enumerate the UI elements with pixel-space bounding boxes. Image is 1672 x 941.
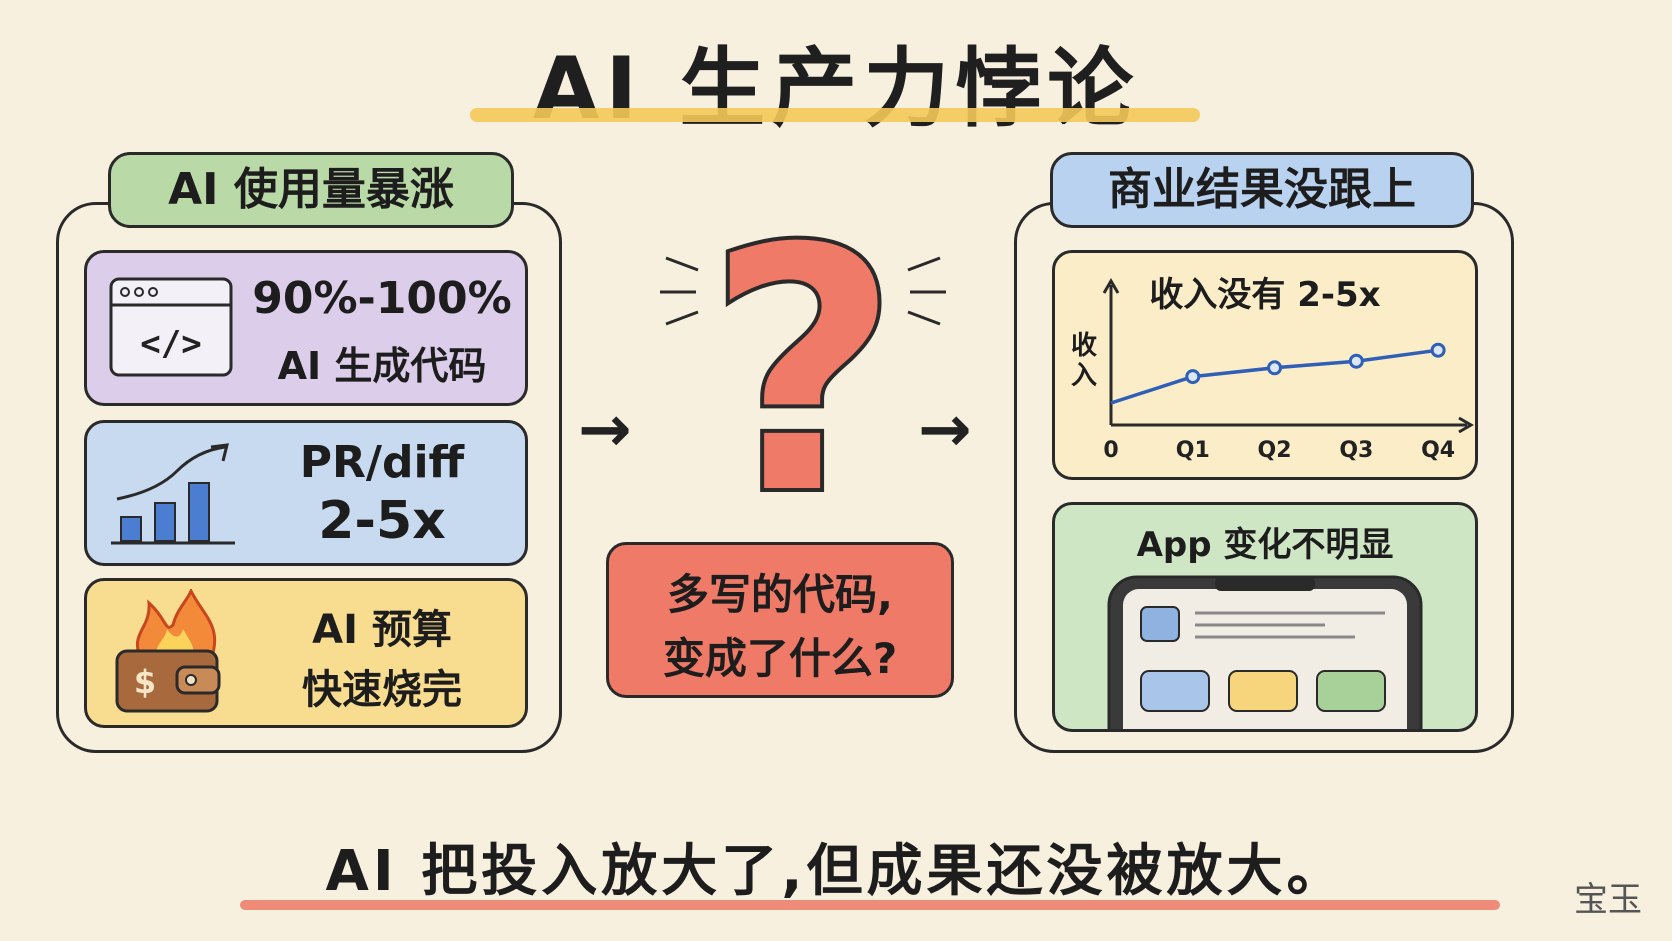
card-pr-diff: PR/diff 2-5x [84,420,528,566]
chart-tick-label: Q4 [1421,438,1455,463]
chart-point-Q1 [1185,369,1201,385]
bottom-underline [240,900,1500,910]
card2-line2: 2-5x [318,491,446,551]
app-caption: App 变化不明显 [1136,525,1394,565]
phone-mockup-icon [1107,575,1423,729]
question-mark-icon: ? [660,200,946,540]
page-title: AI 生产力悖论 [532,39,1140,139]
question-box: 多写的代码, 变成了什么? [606,542,954,698]
right-header: 商业结果没跟上 [1050,152,1474,228]
left-header: AI 使用量暴涨 [108,152,514,228]
chart-tick-label: Q2 [1258,438,1292,463]
chart-tick-label: 0 [1103,438,1118,463]
chart-title: 收入没有 2-5x [1149,275,1381,315]
revenue-line-chart: 0 Q1 Q2 Q3 Q4 [1102,278,1474,463]
chart-y-arrowhead [1102,278,1120,294]
svg-text:$: $ [134,663,156,701]
card2-line1: PR/diff [299,437,465,488]
question-line2: 变成了什么? [662,634,898,683]
card-ai-generated-code: </> 90%-100% AI 生成代码 [84,250,528,406]
chart-point-Q2 [1267,360,1283,376]
card3-line2: 快速烧完 [302,667,462,713]
chart-ylabel: 收入 [1070,331,1097,391]
author-signature: 宝玉 [1574,880,1642,920]
svg-text:?: ? [704,200,901,540]
card3-line1: AI 预算 [312,607,452,653]
chart-point-Q4 [1430,342,1446,358]
title-underline [470,108,1200,122]
chart-tick-label: Q1 [1176,438,1210,463]
arrow-left-to-center: → [578,393,632,467]
svg-text:</>: </> [140,324,201,364]
card1-line2: AI 生成代码 [277,344,487,388]
arrow-center-to-right: → [918,393,972,467]
chart-tick-label: Q3 [1339,438,1373,463]
bar-growth-icon [111,443,235,545]
question-line1: 多写的代码, [667,570,893,619]
revenue-chart-card: 收入没有 2-5x 收入 0 Q1 Q2 Q3 Q4 [1052,250,1478,480]
card-ai-budget: $ AI 预算 快速烧完 [84,578,528,728]
burning-wallet-icon: $ [115,589,221,713]
code-window-icon: </> [109,277,233,377]
bottom-tagline: AI 把投入放大了,但成果还没被放大。 [325,839,1347,904]
chart-point-Q3 [1348,353,1364,369]
card1-line1: 90%-100% [252,273,512,324]
app-card: App 变化不明显 [1052,502,1478,732]
chart-series-line [1110,348,1439,405]
chart-x-arrowhead [1458,416,1474,434]
